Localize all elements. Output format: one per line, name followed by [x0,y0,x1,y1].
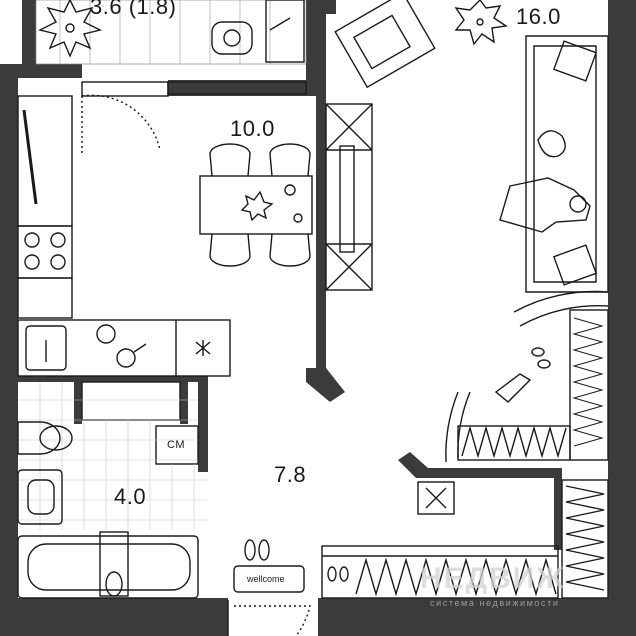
closet-label: СМ [167,439,185,451]
watermark-title: НЕДВИЖ [420,562,566,595]
fixtures [17,0,609,636]
room-area-bathroom: 4.0 [114,484,147,509]
room-area-living-room: 16.0 [516,4,561,29]
doormat-text: wellcome [247,574,285,584]
room-area-balcony: 3.6 (1.8) [90,0,177,19]
room-area-hallway: 7.8 [274,462,307,487]
watermark-subtitle: система недвижимости [430,598,560,608]
room-area-kitchen: 10.0 [230,116,275,141]
